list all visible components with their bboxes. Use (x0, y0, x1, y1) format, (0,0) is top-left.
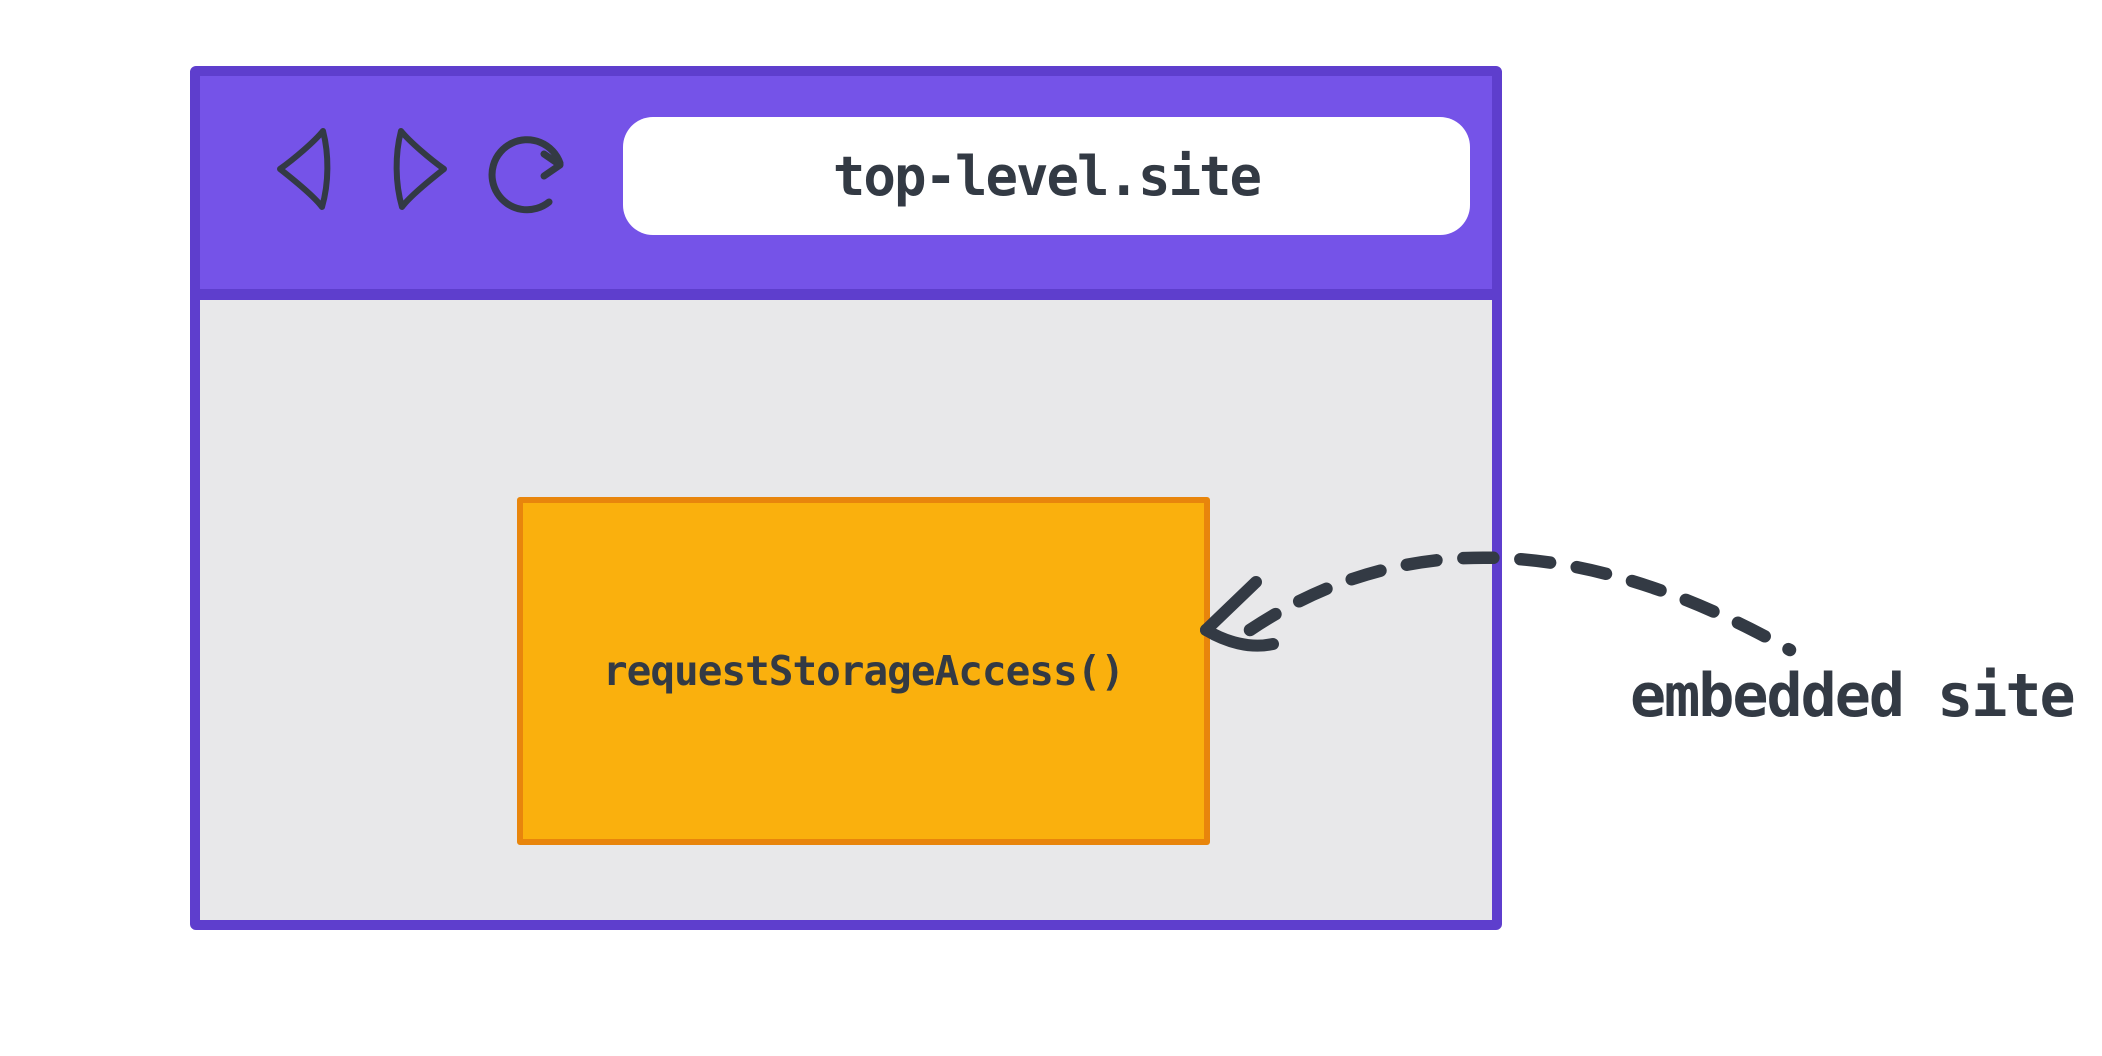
annotation-embedded-site-label: embedded site (1630, 661, 2076, 731)
address-bar-url: top-level.site (832, 144, 1262, 208)
reload-icon[interactable] (488, 132, 572, 216)
browser-window: top-level.site requestStorageAccess() (190, 66, 1502, 930)
back-icon[interactable] (274, 126, 336, 212)
embedded-site-frame[interactable]: requestStorageAccess() (517, 497, 1210, 845)
embedded-frame-label: requestStorageAccess() (602, 647, 1125, 695)
browser-toolbar: top-level.site (200, 76, 1492, 300)
address-bar[interactable]: top-level.site (623, 117, 1470, 235)
forward-icon[interactable] (388, 126, 450, 212)
